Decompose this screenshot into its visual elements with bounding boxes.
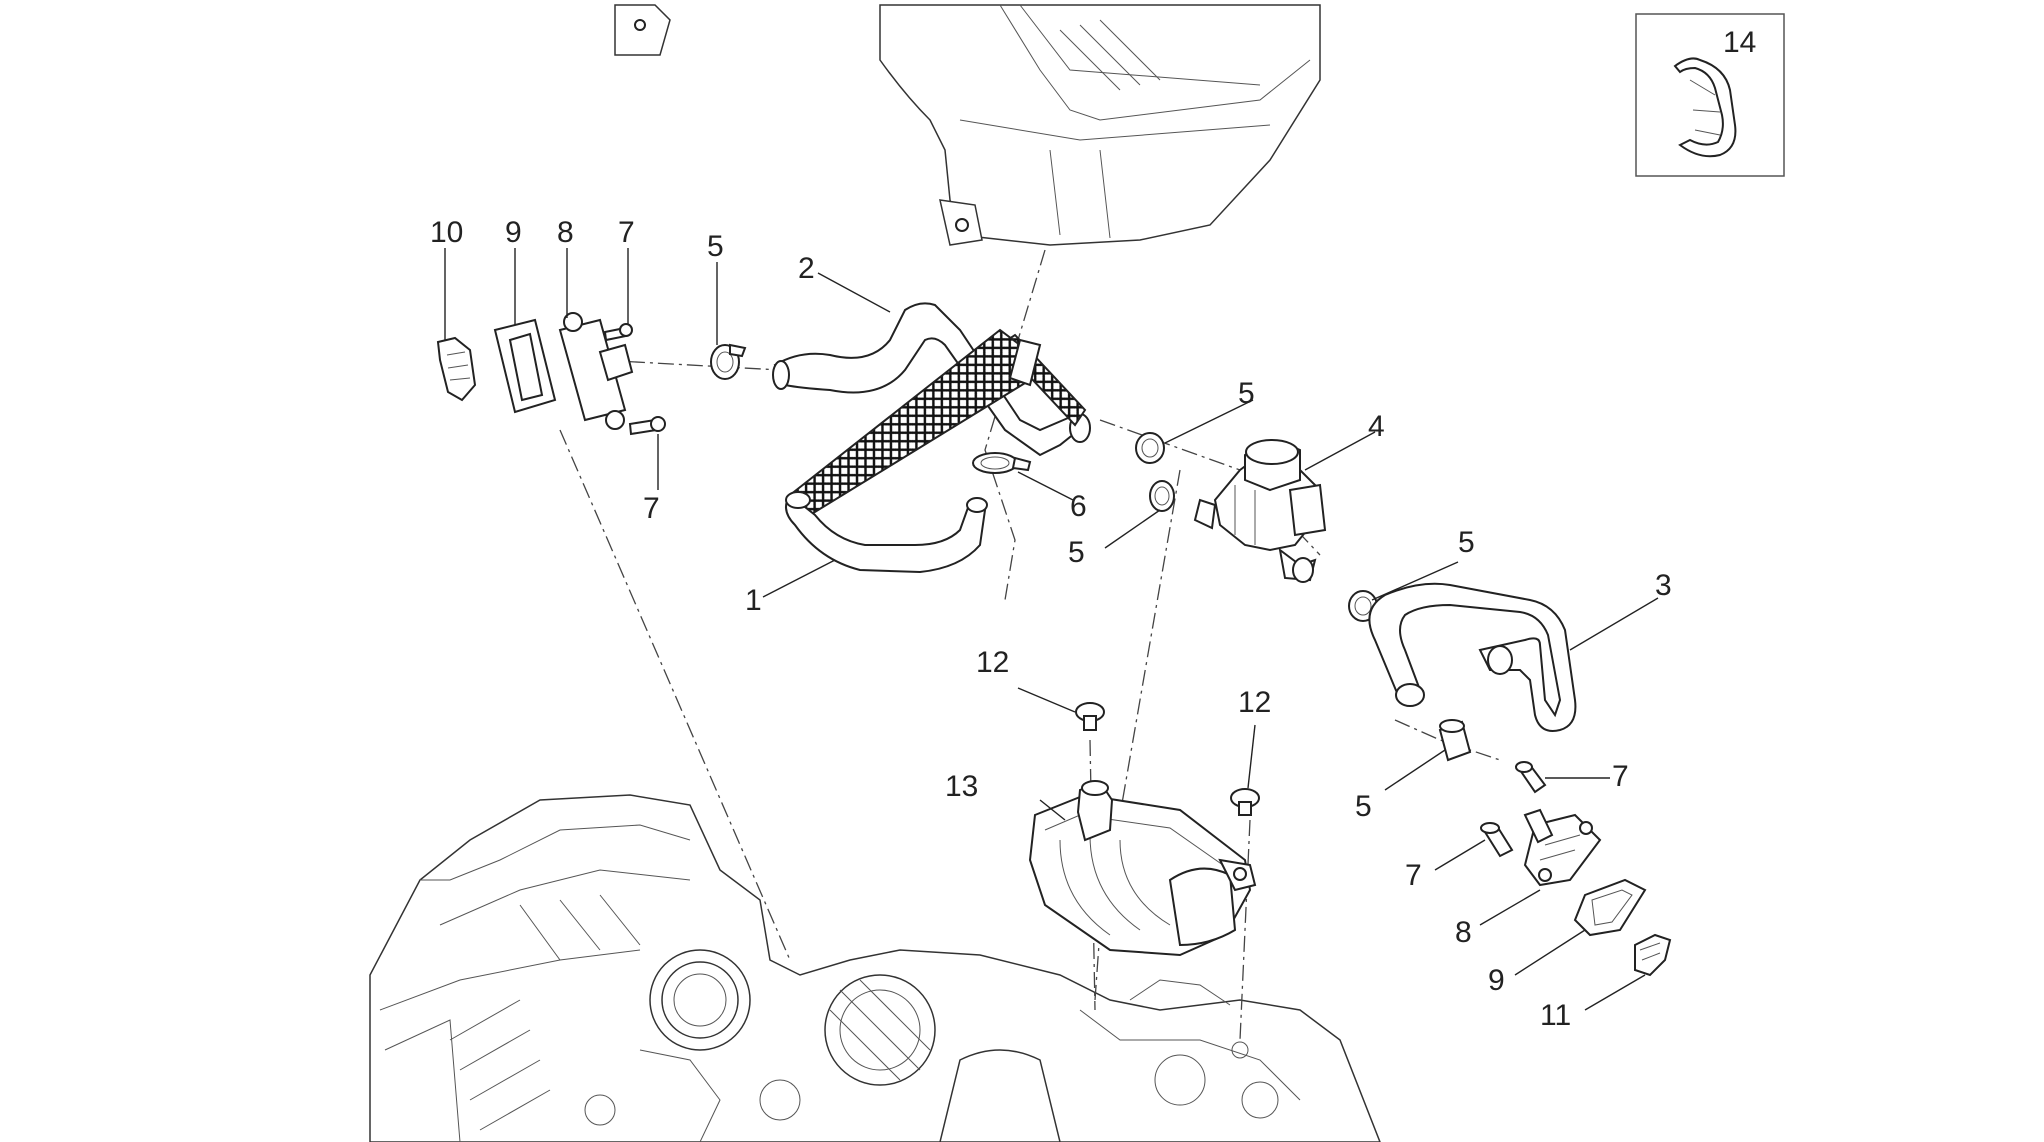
callout-13: 13 <box>945 770 978 803</box>
engine-assembly <box>369 794 1381 1142</box>
callout-leader-lines <box>444 248 1659 1011</box>
callout-12-left: 12 <box>976 646 1009 679</box>
part-5-clamp-b <box>1135 432 1165 464</box>
airbox-assembly <box>614 4 1321 246</box>
part-5-clamp-a <box>710 343 747 380</box>
part-13-bracket <box>1028 780 1257 957</box>
callout-5-d: 5 <box>1458 526 1475 559</box>
callout-5-a: 5 <box>707 230 724 263</box>
part-14-inset <box>1635 13 1785 177</box>
part-6-clamp <box>972 452 1032 474</box>
callout-1: 1 <box>745 584 762 617</box>
callout-8-right: 8 <box>1455 916 1472 949</box>
part-1-hose-braided <box>785 328 1042 574</box>
part-9-gasket <box>493 318 557 414</box>
part-7-screw-upper-right <box>1515 761 1547 794</box>
callout-11: 11 <box>1540 999 1571 1032</box>
part-7-screw-lower-right <box>1480 822 1514 858</box>
callout-2: 2 <box>798 252 815 285</box>
callout-5-c: 5 <box>1068 536 1085 569</box>
callout-7-lower-left: 7 <box>643 492 660 525</box>
callout-labels: 10 9 8 7 5 2 5 4 6 7 5 5 1 3 12 12 13 7 … <box>430 26 1756 1032</box>
callout-12-right: 12 <box>1238 686 1271 719</box>
part-8-cover <box>558 312 634 430</box>
part-11-clip <box>1634 933 1672 977</box>
callout-7-upper-right: 7 <box>1612 760 1629 793</box>
part-5-clamp-c <box>1149 480 1175 512</box>
part-9-gasket-right <box>1573 878 1647 937</box>
part-12-bolt-right <box>1230 788 1260 816</box>
callout-6: 6 <box>1070 490 1087 523</box>
callout-5-e: 5 <box>1355 790 1372 823</box>
part-7-screw-upper-left <box>603 323 633 342</box>
callout-7-upper-left: 7 <box>618 216 635 249</box>
callout-14: 14 <box>1723 26 1756 59</box>
callout-5-b: 5 <box>1238 377 1255 410</box>
part-12-bolt-left <box>1075 702 1105 731</box>
part-10-clip <box>436 336 477 402</box>
callout-9-left: 9 <box>505 216 522 249</box>
part-3-hose <box>1368 582 1577 732</box>
callout-9-right: 9 <box>1488 964 1505 997</box>
callout-3: 3 <box>1655 569 1672 602</box>
part-7-screw-lower-left <box>628 416 666 436</box>
callout-8-left: 8 <box>557 216 574 249</box>
callout-7-lower-right: 7 <box>1405 859 1422 892</box>
callout-10: 10 <box>430 216 463 249</box>
part-5-clamp-e <box>1438 719 1472 762</box>
callout-4: 4 <box>1368 410 1385 443</box>
part-8-cover-right <box>1523 808 1602 887</box>
part-4-valve <box>1193 439 1327 583</box>
